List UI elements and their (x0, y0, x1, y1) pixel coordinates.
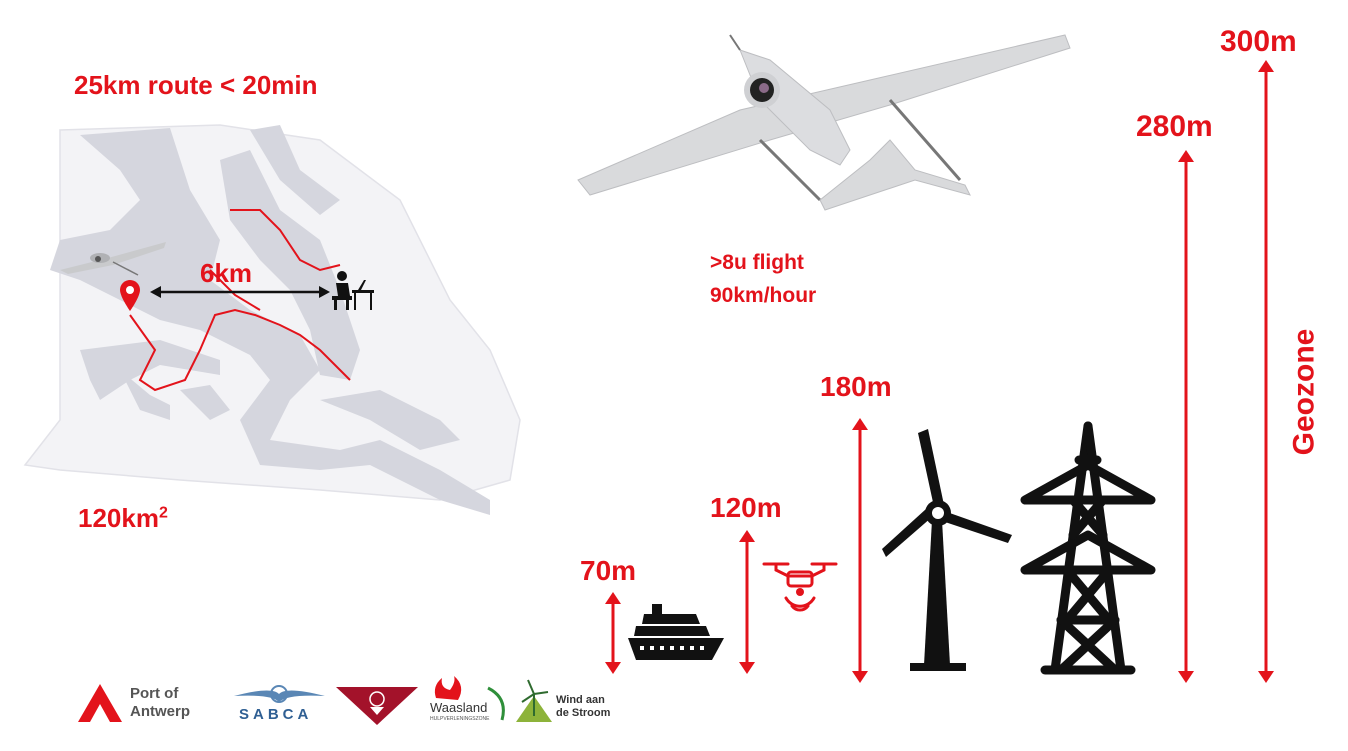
wind-turbine-icon (882, 429, 1012, 671)
logo-brandweer (334, 685, 420, 727)
height-label-120m: 120m (710, 492, 782, 523)
wind-aan-de-stroom-line2: de Stroom (556, 707, 611, 719)
map-pin-icon (120, 280, 140, 311)
height-arrow-280m (1178, 150, 1194, 683)
wind-aan-de-stroom-icon (516, 679, 552, 722)
logo-sabca: SABCA (232, 684, 327, 726)
height-label-280m: 280m (1136, 110, 1213, 143)
height-label-180m: 180m (820, 371, 892, 402)
quadcopter-icon (762, 562, 838, 612)
height-arrow-300m (1258, 60, 1274, 683)
area-superscript: 2 (158, 504, 168, 522)
dock-3 (120, 370, 170, 420)
flight-speed: 90km/hour (710, 284, 817, 307)
waasland-flame-icon (434, 676, 505, 721)
flight-duration: >8u flight (710, 251, 804, 274)
logo-wind-aan-de-stroom: Wind aan de Stroom (514, 676, 614, 726)
brandweer-shield-icon (336, 687, 418, 725)
route-line-main (129, 308, 351, 392)
distance-arrow (150, 286, 330, 298)
power-pylon-icon (1020, 421, 1156, 675)
dock-5 (320, 390, 460, 450)
height-arrow-120m (739, 530, 755, 674)
waasland-name: Waasland (430, 700, 488, 715)
route-line-mid (209, 269, 261, 311)
area-value: 120km (78, 503, 159, 533)
height-arrow-70m (605, 592, 621, 674)
route-line-north (230, 209, 341, 272)
sabca-wings-icon (234, 685, 325, 703)
dock-4 (180, 385, 230, 420)
logo-waasland: Waasland HULPVERLENINGSZONE (428, 676, 510, 726)
sabca-text: SABCA (239, 706, 313, 723)
port-of-antwerp-logo-icon (78, 684, 122, 722)
geozone-label: Geozone (1287, 328, 1321, 456)
height-label-70m: 70m (580, 555, 637, 586)
fixed-wing-drone-image (577, 34, 1071, 211)
area-label: 120km2 (78, 503, 168, 534)
dock-2 (80, 340, 220, 400)
height-arrow-180m (852, 418, 868, 683)
harbour-map (23, 124, 521, 515)
logo-port-of-antwerp: Port of Antwerp (76, 680, 216, 726)
route-summary: 25km route < 20min (74, 70, 318, 100)
dock-6 (250, 125, 340, 215)
wind-aan-de-stroom-line1: Wind aan (556, 694, 605, 706)
ship-icon (628, 604, 724, 660)
height-label-300m: 300m (1220, 25, 1297, 58)
port-of-antwerp-line2: Antwerp (130, 703, 190, 720)
drone-icon (60, 242, 166, 276)
port-of-antwerp-line1: Port of (130, 685, 179, 702)
dock-1 (220, 150, 360, 380)
waasland-sub: HULPVERLENINGSZONE (430, 716, 490, 722)
operator-at-desk-icon (332, 271, 374, 310)
distance-label: 6km (200, 258, 253, 288)
